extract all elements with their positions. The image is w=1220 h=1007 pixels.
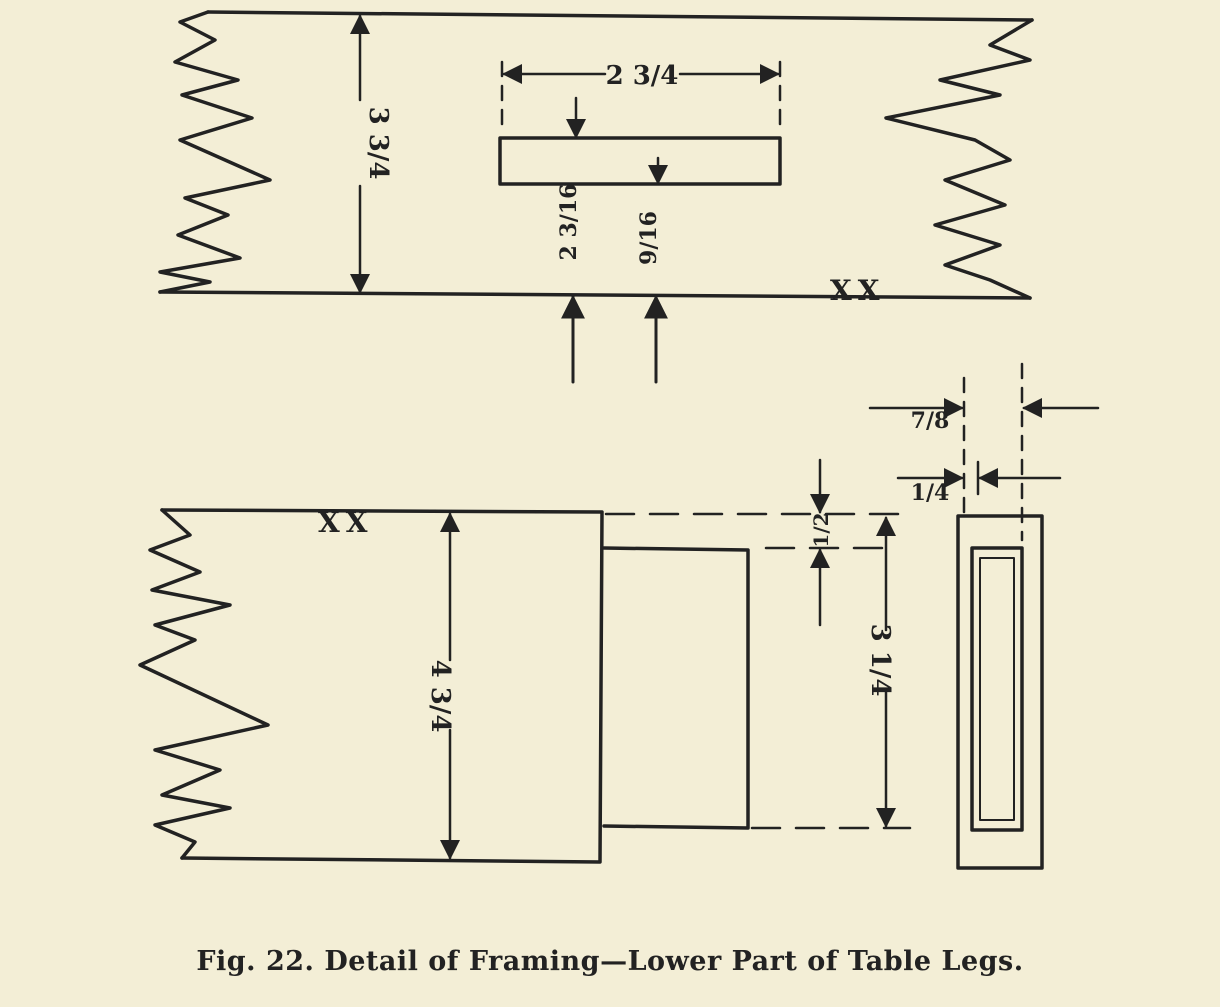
- end-view-outline: [956, 514, 1044, 870]
- rail-top-edge: [206, 10, 1034, 22]
- tenon-thickness-label: 1/4: [911, 480, 950, 506]
- slot-inner: [979, 557, 1015, 821]
- mortise-length-dimension: [500, 60, 782, 185]
- position-arrows: [561, 294, 668, 384]
- rail-right-break: [884, 18, 1034, 300]
- xx-mark-top: XX: [830, 274, 885, 307]
- rail-left-break: [158, 10, 272, 294]
- leg-front-view: [138, 508, 750, 864]
- thickness-full-label: 7/8: [911, 408, 950, 434]
- leg-end-view: [956, 514, 1044, 870]
- rail-height-label: 3 3/4: [363, 107, 393, 180]
- rail-bottom-edge: [158, 290, 1032, 300]
- tenon-shoulder-label: 1/2: [809, 512, 833, 547]
- tenon-width-label: 3 1/4: [865, 624, 895, 697]
- leg-width-label: 4 3/4: [425, 660, 455, 733]
- mortise-length-label: 2 3/4: [606, 61, 679, 91]
- mortise-offset-b-label: 9/16: [636, 211, 662, 265]
- extension-lines: [604, 512, 912, 830]
- rail-top-view: [158, 10, 1034, 300]
- mortise-outline: [498, 136, 782, 186]
- mortise-offset-a-label: 2 3/16: [556, 184, 582, 261]
- thickness-dimensions: [868, 362, 1100, 542]
- slot-outer: [970, 546, 1024, 832]
- leg-outline: [160, 508, 604, 864]
- leg-left-break: [138, 508, 270, 860]
- figure-caption: Fig. 22. Detail of Framing—Lower Part of…: [196, 946, 1024, 977]
- tenon-outline: [602, 546, 750, 830]
- xx-mark-bottom: XX: [318, 506, 373, 539]
